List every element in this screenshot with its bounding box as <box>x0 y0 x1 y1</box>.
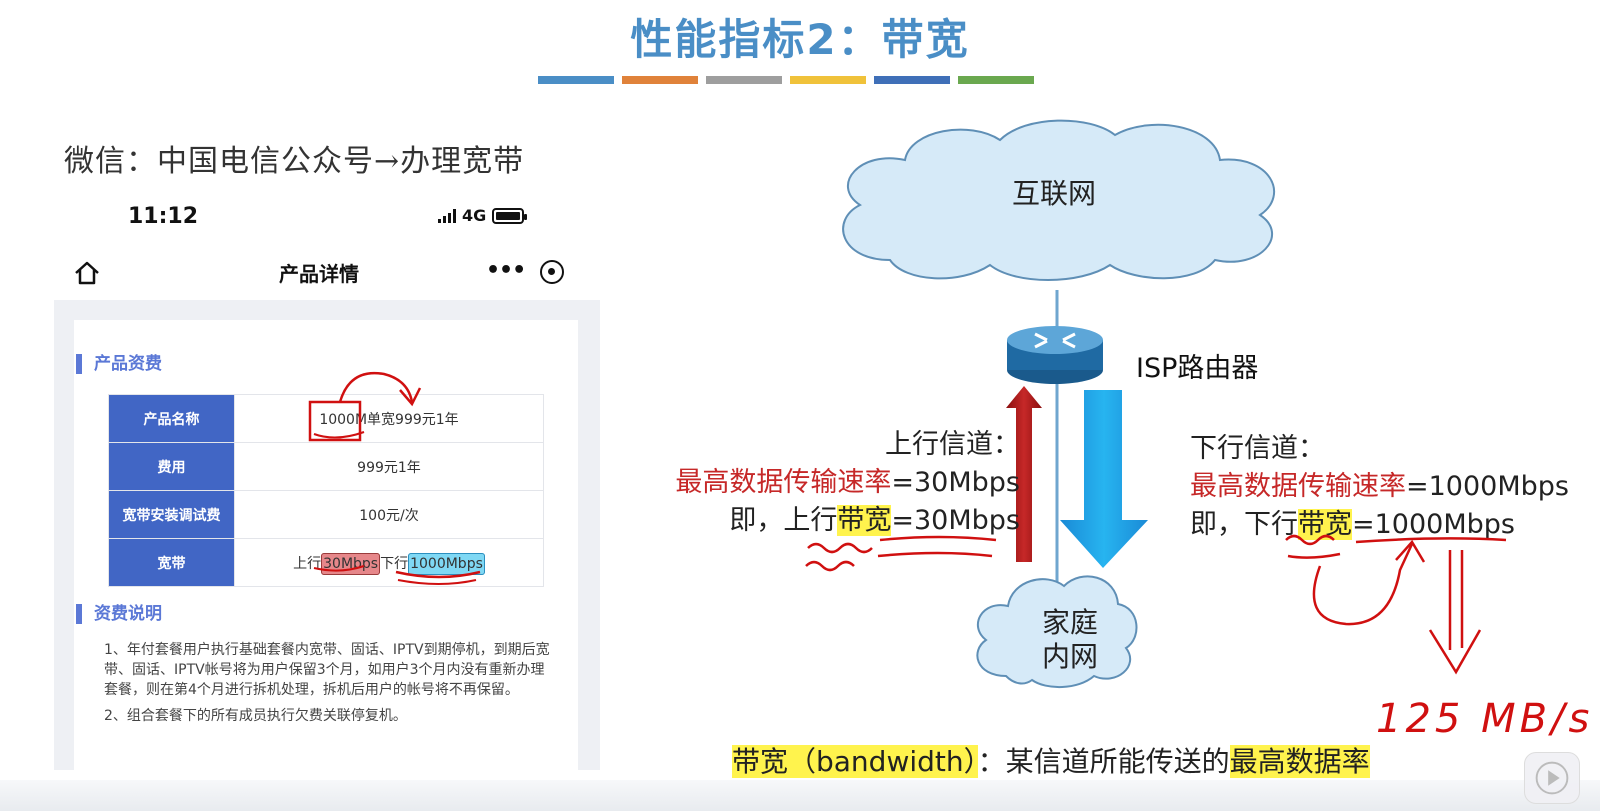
handwritten-note: 125 MB/s <box>1376 696 1594 742</box>
upstream-text: 上行信道： 最高数据传输速率=30Mbps 即，上行带宽=30Mbps <box>640 426 1020 540</box>
title-bar-6 <box>958 76 1034 84</box>
table-value: 100元/次 <box>234 490 544 539</box>
home-network-label: 家庭 内网 <box>1034 606 1106 674</box>
explain-item: 1、年付套餐用户执行基础套餐内宽带、固话、IPTV到期停机，到期后宽带、固话、I… <box>104 642 550 698</box>
bandwidth-definition: 带宽（bandwidth）：某信道所能传送的最高数据率 <box>732 740 1370 780</box>
upstream-bw-word: 带宽 <box>837 505 892 536</box>
home-network-label-line2: 内网 <box>1041 640 1098 673</box>
downstream-bandwidth: 即，下行带宽=1000Mbps <box>1190 506 1569 544</box>
downstream-bw-value: =1000Mbps <box>1352 509 1515 540</box>
table-row: 产品名称 1000M单宽999元1年 <box>108 394 544 443</box>
downstream-rate: 最高数据传输速率=1000Mbps <box>1190 468 1569 506</box>
upstream-rate-label: 最高数据传输速率 <box>675 467 892 498</box>
upstream-heading: 上行信道： <box>885 429 1020 460</box>
explain-item: 2、组合套餐下的所有成员执行欠费关联停复机。 <box>104 708 407 724</box>
title-bar-4 <box>790 76 866 84</box>
upstream-bw-prefix: 即，上行 <box>729 505 838 536</box>
table-key: 费用 <box>108 442 235 491</box>
title-bar-5 <box>874 76 950 84</box>
title-bar-2 <box>622 76 698 84</box>
section-fee-explanation: 资费说明 <box>76 604 162 624</box>
internet-cloud <box>842 119 1276 281</box>
table-value: 999元1年 <box>234 442 544 491</box>
internet-label: 互联网 <box>1012 177 1097 210</box>
download-arrow <box>1060 390 1148 568</box>
upstream-rate-value: =30Mbps <box>891 467 1020 498</box>
downstream-bw-prefix: 即，下行 <box>1190 509 1298 540</box>
fee-explanation-text: 1、年付套餐用户执行基础套餐内宽带、固话、IPTV到期停机，到期后宽带、固话、I… <box>104 640 550 732</box>
downstream-text: 下行信道： 最高数据传输速率=1000Mbps 即，下行带宽=1000Mbps <box>1190 430 1569 544</box>
table-key: 宽带 <box>108 538 235 587</box>
title-bar-1 <box>538 76 614 84</box>
definition-emphasis: 最高数据率 <box>1229 745 1370 778</box>
downstream-rate-label: 最高数据传输速率 <box>1190 471 1406 502</box>
home-network-cloud <box>976 575 1138 689</box>
table-value: 1000M单宽999元1年 <box>234 394 544 443</box>
upload-speed-highlight: 30Mbps <box>321 552 381 575</box>
table-row: 宽带安装调试费 100元/次 <box>108 490 544 539</box>
downstream-rate-value: =1000Mbps <box>1406 471 1569 502</box>
more-menu-icon[interactable]: ••• <box>486 258 526 283</box>
video-bottom-strip <box>0 780 1600 811</box>
section-product-fee: 产品资费 <box>76 354 162 374</box>
fee-table: 产品名称 1000M单宽999元1年 费用 999元1年 宽带安装调试费 100… <box>108 394 544 587</box>
page-title: 产品详情 <box>279 262 359 286</box>
upstream-bw-value: =30Mbps <box>891 505 1020 536</box>
wechat-instruction: 微信：中国电信公众号→办理宽带 <box>64 144 525 179</box>
table-key: 宽带安装调试费 <box>108 490 235 539</box>
definition-term: 带宽（bandwidth） <box>732 745 978 778</box>
definition-middle: ：某信道所能传送的 <box>977 745 1230 778</box>
home-network-label-line1: 家庭 <box>1041 606 1098 639</box>
signal-icon <box>438 208 456 223</box>
upstream-rate: 最高数据传输速率=30Mbps <box>640 464 1020 502</box>
upstream-bandwidth: 即，上行带宽=30Mbps <box>640 502 1020 540</box>
home-icon[interactable] <box>72 258 102 288</box>
pen-annotation-diagram <box>805 534 1507 675</box>
download-speed-highlight: 1000Mbps <box>408 552 485 575</box>
slide-title: 性能指标2：带宽 <box>630 15 970 64</box>
down-prefix: 下行 <box>380 555 409 572</box>
pen-annotation-table <box>308 371 481 585</box>
router-label: ISP路由器 <box>1136 353 1259 384</box>
title-bar-3 <box>706 76 782 84</box>
upload-arrow <box>1006 386 1042 562</box>
router-icon <box>1007 326 1103 384</box>
phone-clock: 11:12 <box>128 204 199 229</box>
title-underline-bars <box>538 76 1034 84</box>
downstream-heading: 下行信道： <box>1190 433 1325 464</box>
close-miniprogram-icon[interactable] <box>540 260 564 284</box>
table-key: 产品名称 <box>108 394 235 443</box>
phone-status-bar: 4G <box>438 206 528 225</box>
table-row: 费用 999元1年 <box>108 442 544 491</box>
play-icon[interactable] <box>1524 752 1580 804</box>
network-type: 4G <box>462 206 487 225</box>
battery-icon <box>492 207 528 224</box>
